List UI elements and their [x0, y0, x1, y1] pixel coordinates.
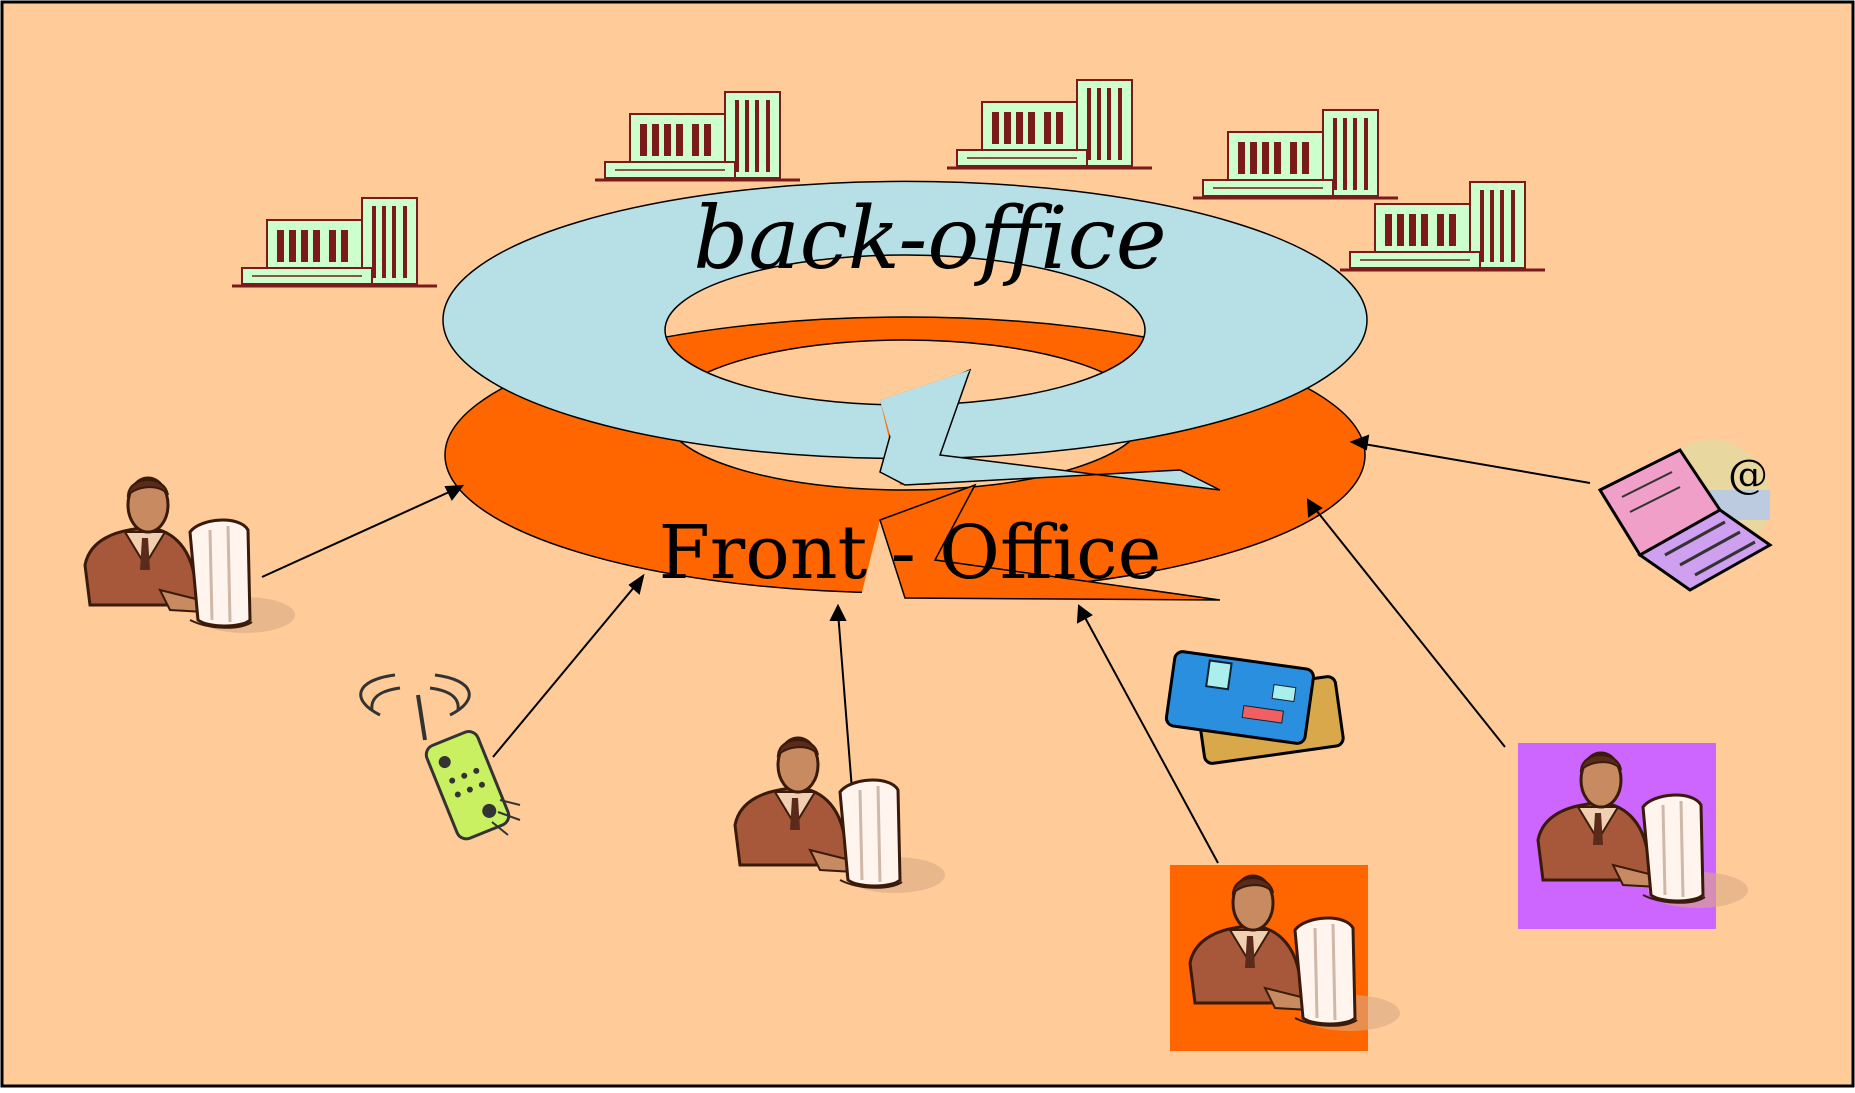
connector-arrows — [261, 434, 1591, 864]
arrow-head — [1306, 498, 1323, 518]
back-office-ring — [442, 180, 1368, 491]
arrow-head — [628, 573, 645, 595]
arrow — [1357, 442, 1591, 484]
arrow-head — [829, 603, 847, 621]
mobile-phone-icon — [359, 673, 521, 841]
arrow — [261, 487, 459, 578]
arrow — [492, 579, 641, 758]
back-office-label: back-office — [693, 189, 1166, 289]
user-orange-tile — [1170, 865, 1402, 1051]
arrow — [1311, 504, 1506, 748]
arrow — [837, 611, 853, 791]
arrow-head — [444, 484, 465, 501]
arrow-head — [1076, 604, 1093, 624]
laptop-email-icon: @ — [1597, 440, 1773, 592]
arrow-head — [1349, 434, 1370, 451]
at-sign-icon: @ — [1728, 452, 1768, 498]
front-office-label: Front - Office — [659, 510, 1162, 596]
arrow — [1081, 611, 1219, 864]
user-purple-tile — [1518, 743, 1750, 929]
bank-card-icon — [1164, 650, 1345, 765]
